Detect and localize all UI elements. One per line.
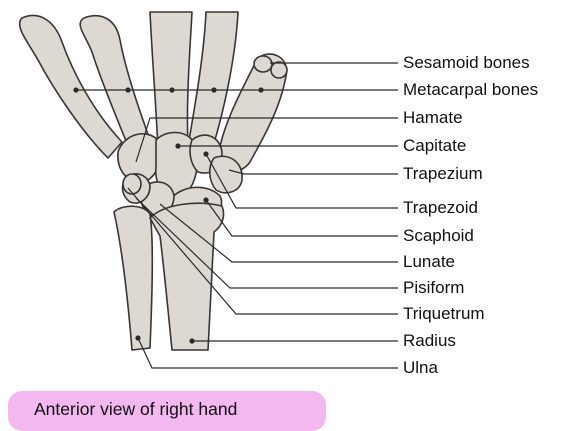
label-metacarpal-bones: Metacarpal bones — [403, 80, 538, 100]
label-triquetrum: Triquetrum — [403, 304, 485, 324]
sesamoid-bone-2 — [271, 62, 287, 78]
label-sesamoid-bones: Sesamoid bones — [403, 53, 530, 73]
label-capitate: Capitate — [403, 136, 466, 156]
ulna-bone — [114, 206, 152, 350]
pisiform-bone — [123, 174, 141, 194]
label-hamate: Hamate — [403, 108, 463, 128]
label-scaphoid: Scaphoid — [403, 226, 474, 246]
label-pisiform: Pisiform — [403, 278, 464, 298]
label-trapezoid: Trapezoid — [403, 198, 478, 218]
hand-bones — [20, 12, 287, 350]
label-ulna: Ulna — [403, 358, 438, 378]
label-trapezium: Trapezium — [403, 164, 483, 184]
label-radius: Radius — [403, 331, 456, 351]
label-lunate: Lunate — [403, 252, 455, 272]
caption-banner: Anterior view of right hand — [8, 391, 326, 431]
sesamoid-bone-1 — [254, 56, 272, 72]
metacarpal-middle-finger — [150, 12, 192, 150]
caption-text: Anterior view of right hand — [34, 399, 237, 420]
